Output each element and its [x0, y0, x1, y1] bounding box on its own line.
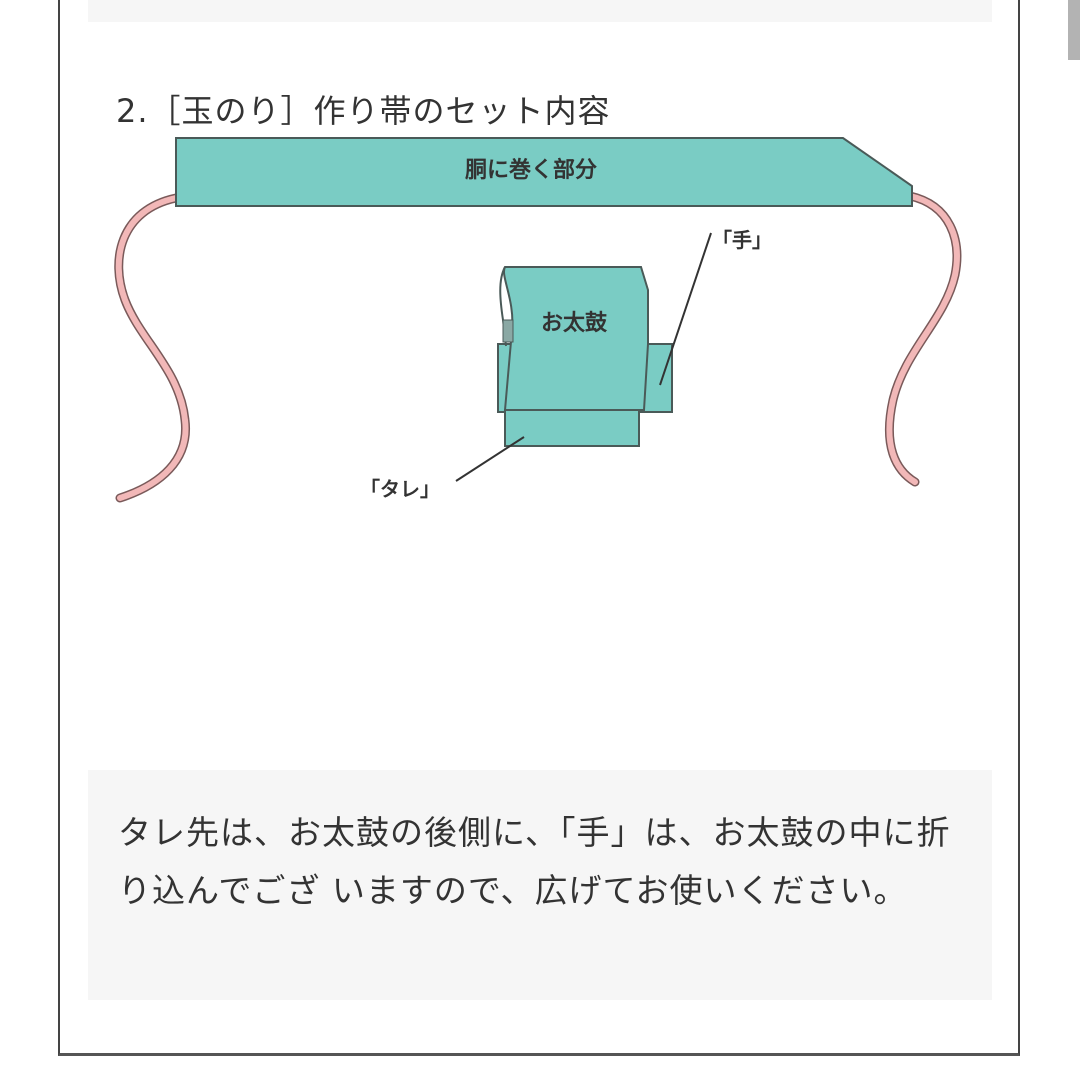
left-cord [114, 193, 191, 503]
caption-box: タレ先は、お太鼓の後側に、「手」は、お太鼓の中に折り込んでござ いますので、広げ… [88, 770, 992, 1000]
previous-caption-box [88, 0, 992, 22]
section-title: 2.［玉のり］作り帯のセット内容 [116, 92, 611, 130]
obi-set-diagram: 胴に巻く部分 お太鼓 「手」 「タレ」 [114, 137, 962, 503]
scrollbar-thumb[interactable] [1068, 0, 1080, 60]
te-label: 「手」 [712, 228, 772, 252]
waist-band: 胴に巻く部分 [175, 137, 913, 207]
tare-flap [504, 409, 640, 447]
otaiko: お太鼓 [497, 266, 673, 447]
content-card [58, 0, 1020, 1056]
caption-text: タレ先は、お太鼓の後側に、「手」は、お太鼓の中に折り込んでござ いますので、広げ… [118, 813, 951, 910]
right-cord [885, 191, 962, 487]
tare-label: 「タレ」 [360, 477, 440, 501]
tare-leader-line [455, 436, 525, 482]
te-leader-line [659, 232, 712, 386]
waist-band-label: 胴に巻く部分 [465, 157, 597, 183]
otaiko-label: お太鼓 [541, 311, 608, 336]
